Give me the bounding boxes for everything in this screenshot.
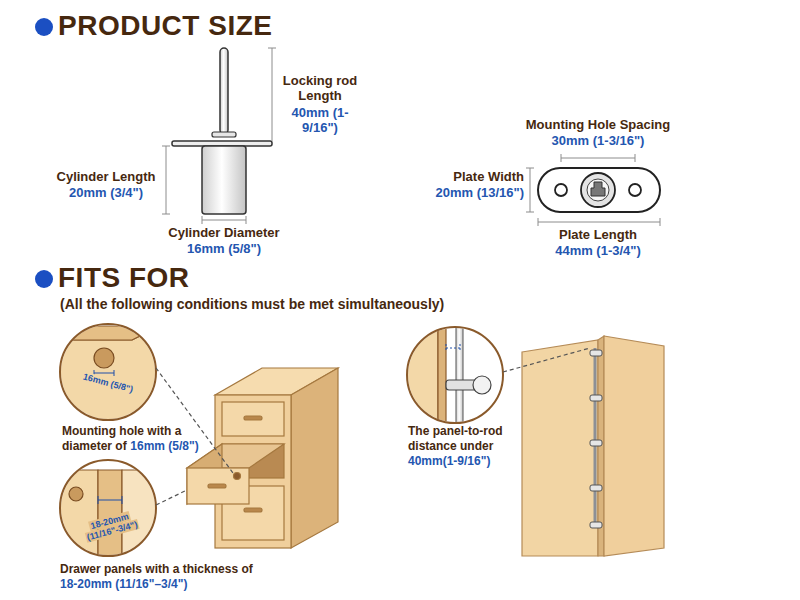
lock-catch <box>590 395 602 401</box>
drawer-handle <box>208 484 226 488</box>
lock-hole <box>234 473 241 480</box>
locking-rod <box>220 48 228 134</box>
drawer-handle <box>244 508 262 512</box>
cabinet <box>187 368 338 548</box>
dimension-line <box>268 48 276 141</box>
dimension-name: Mounting Hole Spacing <box>498 118 698 133</box>
dimension-line <box>98 496 122 504</box>
dimension-value: 20mm (3/4") <box>50 186 162 201</box>
drawer-handle <box>244 416 262 420</box>
dimension-name: Cylinder Length <box>50 170 162 185</box>
lock-catch <box>590 485 602 491</box>
wardrobe-door <box>604 336 664 556</box>
dimension-line <box>162 146 170 214</box>
washer <box>212 132 236 137</box>
drawer <box>222 402 284 436</box>
wardrobe-panel <box>522 340 598 556</box>
leader-line <box>503 348 590 372</box>
condition-caption: Drawer panels with a thickness of18-20mm… <box>60 562 310 592</box>
dimension-value: 20mm (13/16") <box>410 186 524 201</box>
condition-value: 16mm (5/8") <box>130 439 198 454</box>
section-note: (All the following conditions must be me… <box>60 296 560 312</box>
section-heading: PRODUCT SIZE <box>58 10 378 42</box>
leader-lines <box>156 348 590 505</box>
wood-panel <box>56 470 98 560</box>
condition-text: Drawer panels with a thickness of <box>60 562 253 576</box>
locking-rod <box>456 326 463 426</box>
detail-circle <box>407 327 503 423</box>
wood-panel <box>56 326 160 340</box>
condition-text: The panel-to-rod distance under <box>408 424 503 453</box>
cabinet-side <box>291 368 338 548</box>
leader-line <box>156 490 187 505</box>
dimension-name: Cylinder Diameter <box>144 226 304 241</box>
lock-catches <box>590 350 602 528</box>
section-dot <box>35 18 53 36</box>
lock-cylinder <box>202 146 246 214</box>
detail-art <box>400 326 491 426</box>
lock-catch <box>590 350 602 356</box>
wardrobe <box>522 336 664 556</box>
key-cylinder <box>581 173 615 207</box>
lock-catch <box>590 440 602 446</box>
dimension-name: Plate Length <box>498 228 698 243</box>
dimension-value: 40mm (1-9/16") <box>278 106 362 136</box>
condition-caption: Mounting hole with a diameter of16mm (5/… <box>62 424 204 454</box>
dimension-line <box>538 218 660 226</box>
drilled-hole <box>94 348 114 368</box>
detail-circle <box>60 460 156 556</box>
condition-value: 18-20mm (11/16"–3/4") <box>60 577 310 592</box>
dimension-name: Locking rod Length <box>278 74 362 104</box>
mounting-hole <box>629 184 641 196</box>
dimension-line <box>446 344 460 352</box>
dimension-line <box>561 154 635 162</box>
dimension-line <box>202 216 246 224</box>
drilled-hole <box>69 487 83 501</box>
lock-plate <box>538 168 660 212</box>
section-heading: FITS FOR <box>58 262 378 294</box>
detail-circle <box>60 324 156 420</box>
dimension-value: 16mm (5/8") <box>144 242 304 257</box>
mounting-hole <box>555 184 567 196</box>
key-cylinder <box>587 179 609 201</box>
dimension-name: Plate Width <box>410 170 524 185</box>
locking-rod <box>594 348 597 528</box>
section-dot <box>35 270 53 288</box>
condition-value: 40mm(1-9/16") <box>408 454 518 469</box>
condition-caption: The panel-to-rod distance under40mm(1-9/… <box>408 424 518 469</box>
keyway <box>591 182 605 196</box>
detail-art <box>56 470 160 560</box>
wood-panel <box>438 326 446 425</box>
dimension-line <box>526 168 534 212</box>
lock-catch <box>473 376 491 394</box>
lock-catch <box>590 522 602 528</box>
leader-line <box>156 368 233 473</box>
dimension-value: 44mm (1-3/4") <box>498 244 698 259</box>
drawer-front <box>187 468 249 504</box>
dimension-value: 30mm (1-3/16") <box>498 134 698 149</box>
